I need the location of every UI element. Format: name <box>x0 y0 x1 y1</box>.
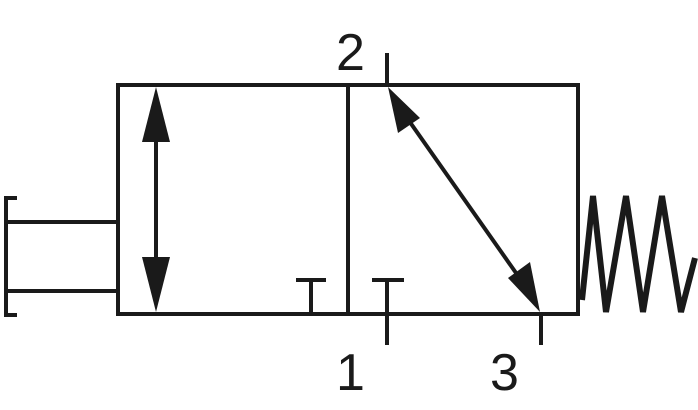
right-diagonal-arrow-icon <box>398 106 530 292</box>
arrowhead-port-2 <box>388 87 420 133</box>
blocked-port-left-icon <box>296 278 326 314</box>
pushbutton-actuator <box>4 196 118 317</box>
port-1-label: 1 <box>336 344 365 402</box>
spring-icon <box>579 195 698 313</box>
blocked-port-right-icon <box>372 278 404 345</box>
port-2-label: 2 <box>336 24 365 82</box>
port-3-label: 3 <box>490 344 519 402</box>
arrowhead-down <box>142 257 170 312</box>
arrowhead-port-3 <box>508 262 540 312</box>
arrowhead-up <box>142 87 170 142</box>
